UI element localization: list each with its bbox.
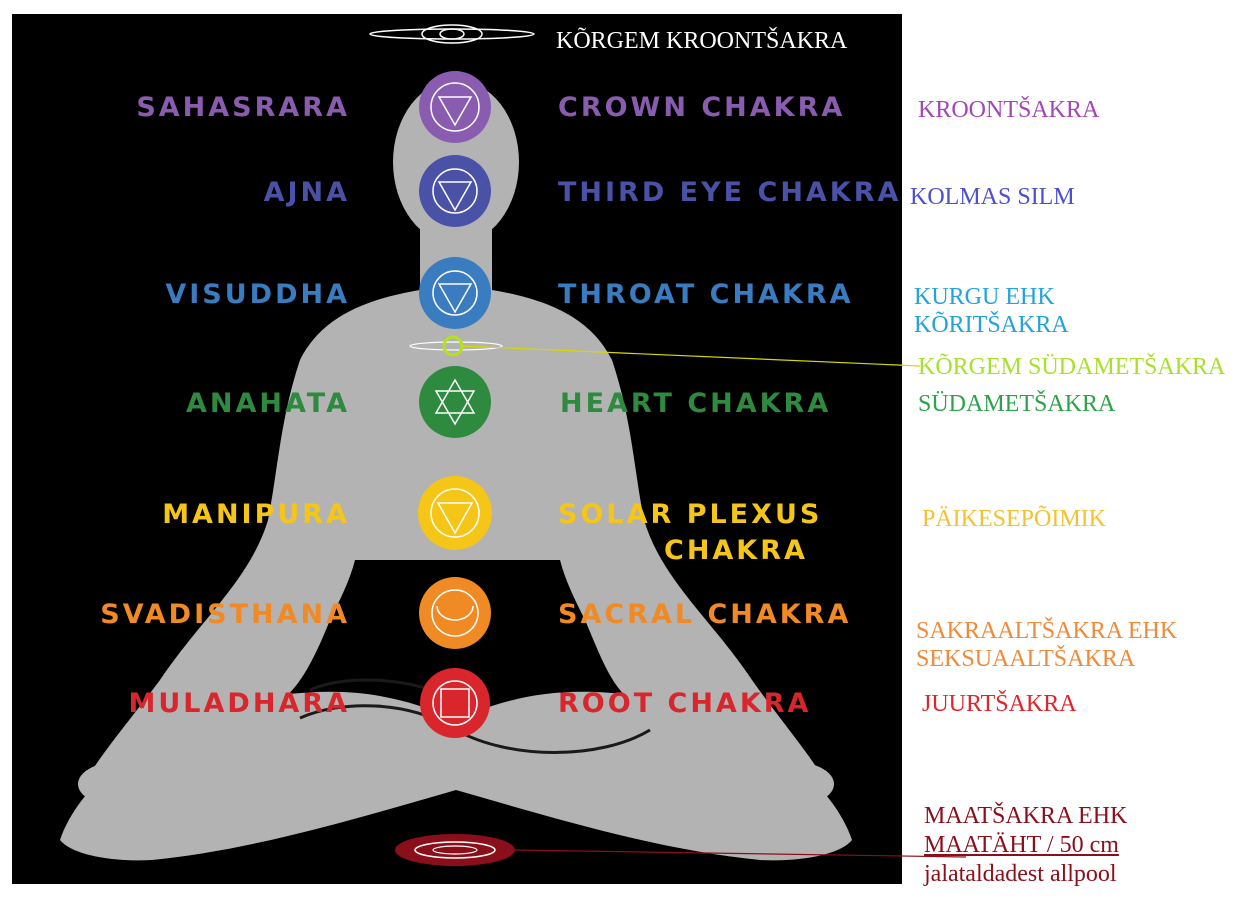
estonian-label-earth-star-3: jalataldadest allpool [924, 860, 1117, 888]
estonian-label-throat-1: KURGU EHK [914, 283, 1055, 311]
solar-plexus-chakra-icon [418, 476, 492, 550]
english-label-root: ROOT CHAKRA [558, 688, 811, 720]
estonian-label-sacral-1: SAKRAALTŠAKRA EHK [916, 617, 1177, 645]
sanskrit-label-ajna: AJNA [264, 177, 350, 209]
english-label-solar-plexus-line2: CHAKRA [664, 535, 808, 567]
estonian-label-third-eye: KOLMAS SILM [910, 183, 1075, 211]
throat-chakra-icon [419, 257, 491, 329]
estonian-label-earth-star-2: MAATÄHT / 50 cm [924, 831, 1119, 859]
estonian-label-crown: KROONTŠAKRA [918, 96, 1099, 124]
english-label-throat: THROAT CHAKRA [558, 279, 854, 311]
english-label-solar-plexus: SOLAR PLEXUS [558, 499, 822, 531]
sanskrit-label-manipura: MANIPURA [162, 499, 350, 531]
english-label-crown: CROWN CHAKRA [558, 92, 845, 124]
estonian-label-sacral-2: SEKSUAALTŠAKRA [916, 645, 1135, 673]
estonian-label-earth-star-1: MAATŠAKRA EHK [924, 802, 1127, 830]
english-label-heart: HEART CHAKRA [560, 388, 831, 420]
sanskrit-label-svadisthana: SVADISTHANA [100, 599, 350, 631]
estonian-label-solar-plexus: PÄIKESEPÕIMIK [922, 505, 1106, 533]
estonian-label-higher-heart: KÕRGEM SÜDAMETŠAKRA [918, 353, 1225, 381]
english-label-sacral: SACRAL CHAKRA [558, 599, 851, 631]
estonian-label-throat-2: KÕRITŠAKRA [914, 311, 1069, 339]
root-chakra-icon [420, 668, 490, 738]
sanskrit-label-anahata: ANAHATA [186, 388, 350, 420]
higher-crown-chakra-symbol [370, 25, 534, 43]
higher-crown-label: KÕRGEM KROONTŠAKRA [556, 27, 847, 55]
estonian-label-root: JUURTŠAKRA [922, 690, 1077, 718]
earth-star-chakra-symbol [395, 834, 515, 866]
sanskrit-label-visuddha: VISUDDHA [165, 279, 350, 311]
crown-chakra-icon [419, 71, 491, 143]
sacral-chakra-icon [419, 577, 491, 649]
heart-chakra-icon [419, 366, 491, 438]
sanskrit-label-muladhara: MULADHARA [129, 688, 350, 720]
third-eye-chakra-icon [419, 155, 491, 227]
english-label-third-eye: THIRD EYE CHAKRA [558, 177, 901, 209]
estonian-label-heart: SÜDAMETŠAKRA [918, 390, 1115, 418]
sanskrit-label-sahasrara: SAHASRARA [136, 92, 350, 124]
